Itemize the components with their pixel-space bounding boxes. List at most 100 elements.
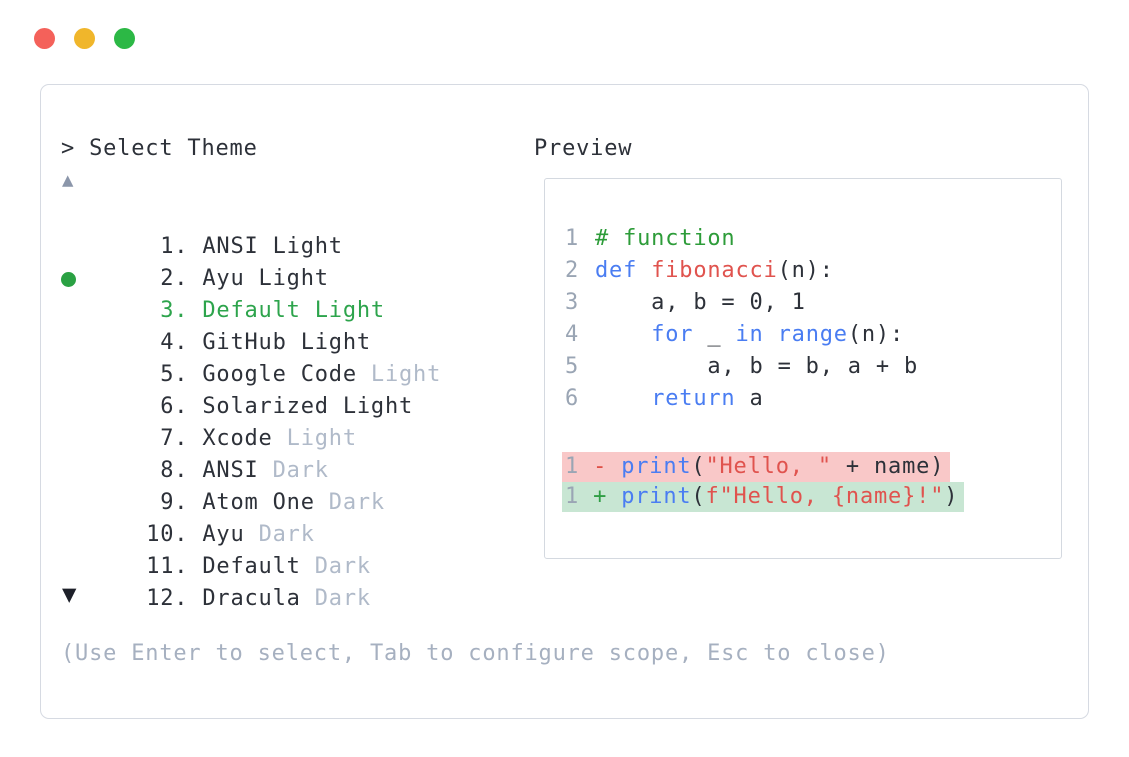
theme-name: Xcode (202, 426, 287, 451)
code-token: - (593, 454, 622, 479)
theme-list-item[interactable]: 11. Default Dark (90, 519, 441, 579)
code-token (595, 322, 651, 347)
code-token: ( (691, 484, 706, 509)
code-token: for (651, 322, 694, 347)
theme-list-item[interactable]: 12. Dracula Dark (90, 551, 441, 611)
code-token: print (621, 454, 692, 479)
line-number: 1 (565, 454, 594, 479)
line-number: 1 (565, 226, 580, 251)
theme-name: ANSI Light (202, 234, 343, 259)
theme-number: 3. (146, 298, 203, 323)
prompt-label: > Select Theme (61, 136, 258, 161)
theme-number: 12. (146, 586, 203, 611)
code-token: fibonacci (651, 258, 778, 283)
code-token: a, b = 0, 1 (595, 290, 806, 315)
preview-title: Preview (534, 136, 633, 161)
window-zoom-button[interactable] (114, 28, 135, 49)
scroll-up-icon[interactable]: ▲ (62, 169, 74, 191)
code-line: 6 return a (565, 383, 918, 415)
code-token: _ (693, 322, 736, 347)
line-number: 4 (565, 322, 580, 347)
code-token: f"Hello, {name}!" (705, 484, 945, 509)
theme-variant-muted: Light (370, 362, 442, 387)
theme-number: 4. (146, 330, 203, 355)
line-number: 3 (565, 290, 580, 315)
code-line: 4 for _ in range(n): (565, 319, 918, 351)
theme-number: 8. (146, 458, 203, 483)
theme-name: Solarized Light (202, 394, 414, 419)
theme-number: 5. (146, 362, 203, 387)
theme-name: ANSI (202, 458, 273, 483)
code-token: "Hello, " (705, 454, 832, 479)
code-token: (n): (777, 258, 834, 283)
theme-variant-muted: Dark (328, 490, 385, 515)
theme-name: Atom One (202, 490, 329, 515)
theme-name: Dracula (202, 586, 315, 611)
theme-number: 9. (146, 490, 203, 515)
code-line: 2 def fibonacci(n): (565, 255, 918, 287)
window-controls (34, 28, 135, 49)
code-line: 3 a, b = 0, 1 (565, 287, 918, 319)
theme-number: 1. (146, 234, 203, 259)
code-token (637, 258, 651, 283)
line-number: 5 (565, 354, 580, 379)
theme-list-item[interactable]: 3. Default Light (61, 263, 441, 323)
code-token: a, b = b, a + b (595, 354, 919, 379)
theme-name: GitHub Light (202, 330, 371, 355)
line-number: 6 (565, 386, 580, 411)
theme-list-item[interactable]: 10. Ayu Dark (90, 487, 441, 547)
help-text: (Use Enter to select, Tab to configure s… (61, 641, 890, 666)
theme-number: 6. (146, 394, 203, 419)
code-token: a (735, 386, 764, 411)
theme-name: Ayu Light (202, 266, 329, 291)
code-line: 1 # function (565, 223, 918, 255)
theme-list-item[interactable]: 4. GitHub Light (90, 295, 441, 355)
theme-variant-muted: Dark (258, 522, 315, 547)
theme-list-item[interactable]: 7. Xcode Light (90, 391, 441, 451)
theme-variant-muted: Dark (272, 458, 329, 483)
theme-variant-muted: Light (286, 426, 357, 451)
theme-number: 10. (146, 522, 203, 547)
theme-list: 1. ANSI Light 2. Ayu Light 3. Default Li… (61, 199, 441, 611)
code-line: 5 a, b = b, a + b (565, 351, 918, 383)
theme-list-item[interactable]: 5. Google Code Light (90, 327, 441, 387)
code-token: range (777, 322, 848, 347)
code-token: + (593, 484, 622, 509)
line-number: 2 (565, 258, 580, 283)
theme-list-item[interactable]: 6. Solarized Light (90, 359, 441, 419)
theme-name: Default Light (202, 298, 385, 323)
theme-list-item[interactable]: 1. ANSI Light (90, 199, 441, 259)
theme-list-item[interactable]: 2. Ayu Light (90, 231, 441, 291)
theme-number: 11. (146, 554, 203, 579)
diff-line-removed: 1 - print("Hello, " + name) (562, 452, 964, 482)
code-token: print (621, 484, 692, 509)
theme-name: Google Code (202, 362, 371, 387)
window-minimize-button[interactable] (74, 28, 95, 49)
window-close-button[interactable] (34, 28, 55, 49)
code-token: # function (595, 226, 736, 251)
code-token (595, 386, 651, 411)
code-token: ( (691, 454, 706, 479)
scroll-down-icon[interactable]: ▼ (62, 580, 77, 608)
line-number: 1 (565, 484, 594, 509)
theme-list-item[interactable]: 9. Atom One Dark (90, 455, 441, 515)
theme-name: Ayu (202, 522, 259, 547)
code-token: def (595, 258, 638, 283)
theme-name: Default (202, 554, 315, 579)
code-token (764, 322, 778, 347)
code-token: (n): (847, 322, 905, 347)
theme-number: 2. (146, 266, 203, 291)
theme-selector-panel: > Select Theme Preview ▲ 1. ANSI Light 2… (40, 84, 1089, 719)
selected-bullet-icon (61, 272, 76, 287)
code-token: in (735, 322, 764, 347)
diff-block: 1 - print("Hello, " + name)1 + print(f"H… (562, 452, 965, 512)
code-token: return (651, 386, 736, 411)
theme-variant-muted: Dark (314, 586, 371, 611)
theme-list-item[interactable]: 8. ANSI Dark (90, 423, 441, 483)
code-token: ) (944, 484, 959, 509)
theme-number: 7. (146, 426, 203, 451)
diff-line-added: 1 + print(f"Hello, {name}!") (562, 482, 965, 512)
